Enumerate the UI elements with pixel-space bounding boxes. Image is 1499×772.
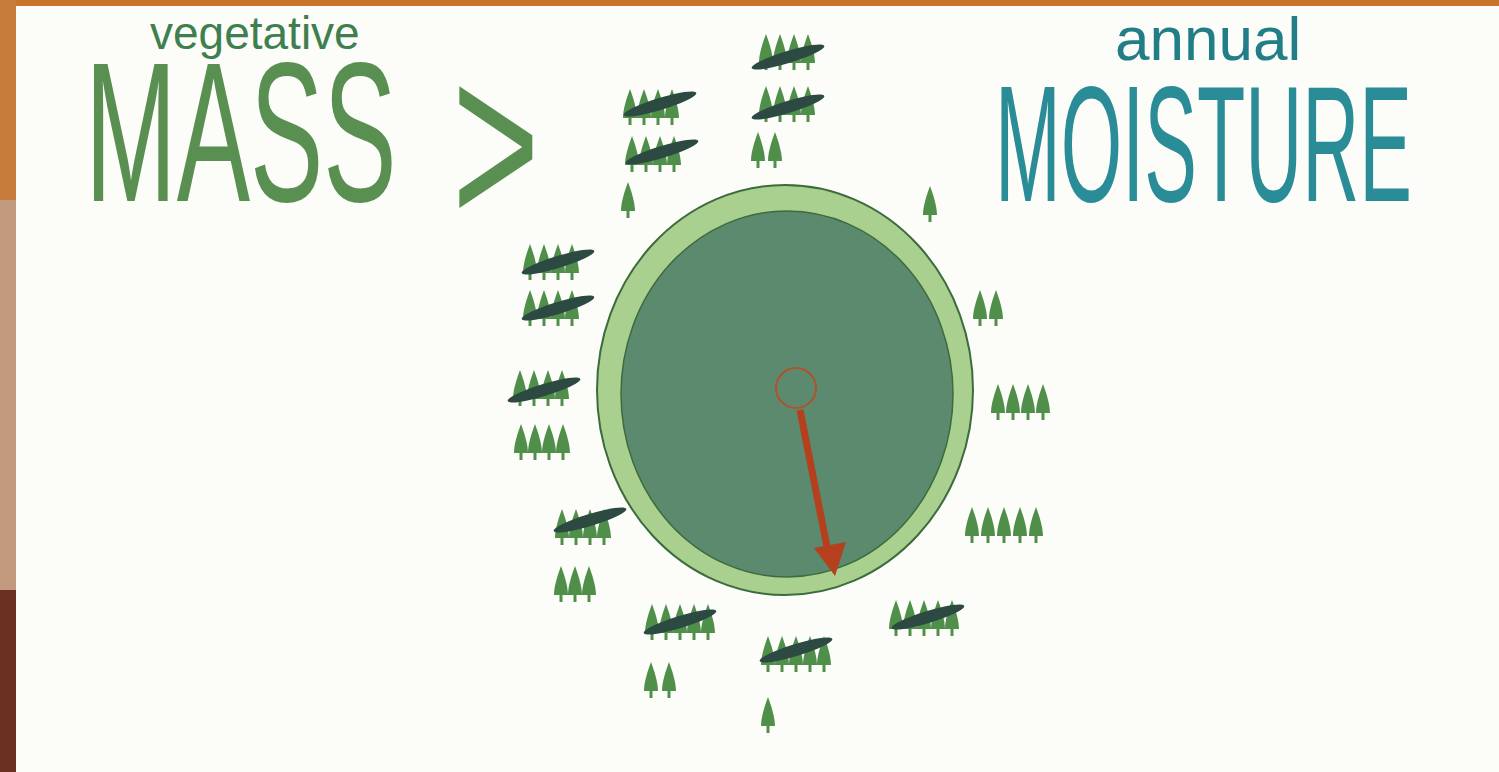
top-bar: [0, 0, 1499, 6]
sapwood-ring: [597, 185, 973, 595]
heartwood: [621, 211, 953, 577]
headline-word: MASS: [85, 34, 397, 232]
radius-arrow: [800, 410, 846, 576]
side-bar: [0, 0, 16, 590]
comparison-sign: >: [452, 23, 540, 263]
side-bar-bottom: [0, 590, 16, 772]
forest: [506, 34, 1050, 733]
pith: [776, 368, 816, 408]
headline-word: MOISTURE: [995, 60, 1412, 226]
side-bar-top: [0, 0, 16, 200]
